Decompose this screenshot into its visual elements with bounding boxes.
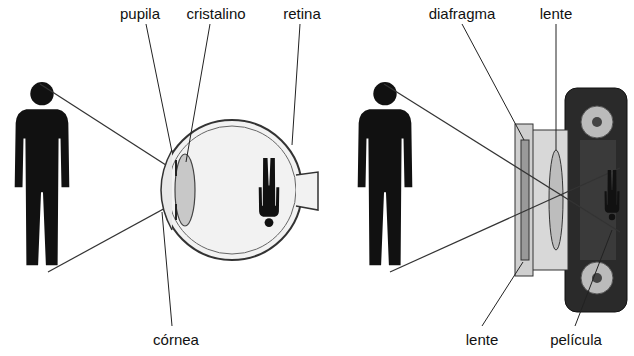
part-label: lente xyxy=(466,332,499,347)
part-label: córnea xyxy=(153,332,199,347)
part-label: diafragma xyxy=(429,6,496,21)
part-label: pupila xyxy=(120,6,160,21)
part-label: cristalino xyxy=(186,6,245,21)
part-label: película xyxy=(550,332,602,347)
part-label: lente xyxy=(540,6,573,21)
part-label: retina xyxy=(283,6,321,21)
